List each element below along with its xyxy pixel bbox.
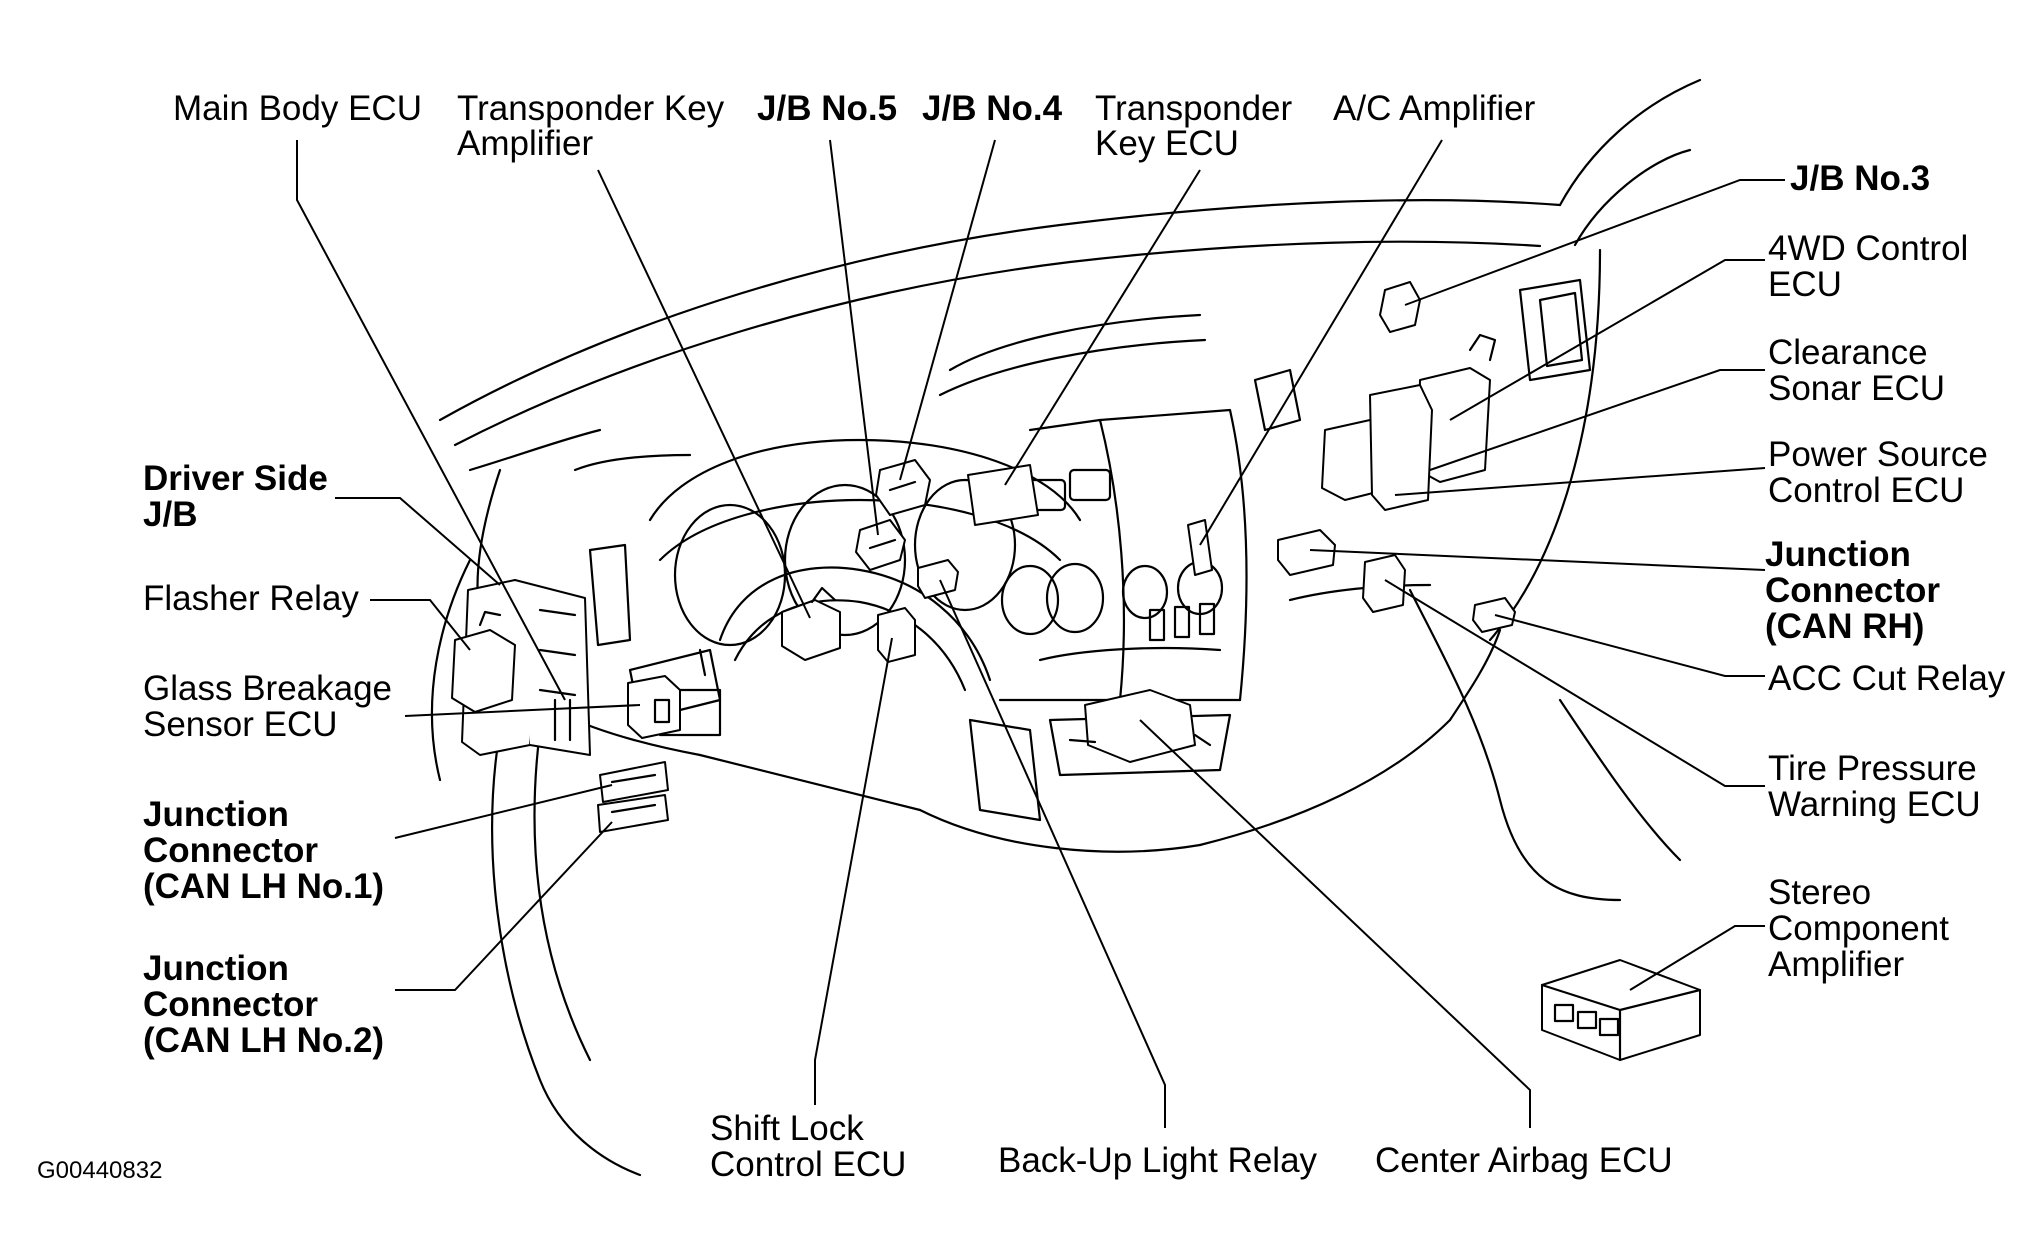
label-stereo-component-amplifier-line2: Component — [1768, 909, 1949, 948]
label-center-airbag-ecu: Center Airbag ECU — [1375, 1141, 1673, 1180]
label-back-up-light-relay: Back-Up Light Relay — [998, 1141, 1318, 1180]
leader-transponder-key-ecu — [1004, 169, 1201, 486]
stereo-amplifier-component — [1540, 959, 1702, 1062]
label-main-body-ecu: Main Body ECU — [173, 89, 422, 128]
dashboard-outline — [430, 78, 1702, 1177]
label-transponder-key-ecu-line2: Key ECU — [1095, 124, 1239, 163]
leader-lines — [296, 139, 1785, 1128]
leader-junction-connector-can-lh-no1 — [394, 784, 613, 839]
leader-glass-breakage-sensor-ecu — [404, 704, 641, 717]
label-stereo-component-amplifier-line1: Stereo — [1768, 873, 1871, 912]
label-flasher-relay: Flasher Relay — [143, 579, 359, 618]
leader-jb-no5 — [829, 139, 879, 536]
label-driver-side-jb-line2: J/B — [143, 495, 197, 534]
leader-stereo-component-amplifier — [1629, 925, 1765, 991]
label-junction-connector-can-rh-line1: Junction — [1765, 535, 1911, 574]
leader-flasher-relay — [370, 599, 471, 651]
label-power-source-control-ecu-line1: Power Source — [1768, 435, 1988, 474]
leader-center-airbag-ecu — [1139, 719, 1531, 1128]
label-ac-amplifier: A/C Amplifier — [1333, 89, 1536, 128]
leader-4wd-control-ecu — [1449, 259, 1765, 421]
label-clearance-sonar-ecu-line1: Clearance — [1768, 333, 1928, 372]
label-junction-connector-can-rh-line3: (CAN RH) — [1765, 607, 1924, 646]
label-driver-side-jb-line1: Driver Side — [143, 459, 328, 498]
label-junction-connector-can-lh-no2-line3: (CAN LH No.2) — [143, 1021, 384, 1060]
label-junction-connector-can-rh-line2: Connector — [1765, 571, 1940, 610]
leader-driver-side-jb — [335, 497, 501, 586]
label-transponder-key-amplifier-line1: Transponder Key — [457, 89, 725, 128]
leader-jb-no4 — [899, 139, 996, 481]
leader-main-body-ecu — [296, 140, 566, 701]
leader-shift-lock-control-ecu — [814, 637, 893, 1105]
leader-junction-connector-can-lh-no2 — [395, 821, 613, 991]
label-transponder-key-amplifier-line2: Amplifier — [457, 124, 593, 163]
label-tire-pressure-warning-ecu-line2: Warning ECU — [1768, 785, 1981, 824]
can-lh-connectors-component — [597, 761, 669, 833]
label-4wd-control-ecu-line1: 4WD Control — [1768, 229, 1968, 268]
label-power-source-control-ecu-line2: Control ECU — [1768, 471, 1964, 510]
label-junction-connector-can-lh-no1-line1: Junction — [143, 795, 289, 834]
can-rh-connector-component — [1277, 529, 1406, 613]
label-shift-lock-control-ecu-line1: Shift Lock — [710, 1109, 864, 1148]
label-jb-no5: J/B No.5 — [757, 89, 897, 128]
glass-breakage-sensor-component — [627, 675, 681, 739]
label-junction-connector-can-lh-no1-line2: Connector — [143, 831, 318, 870]
label-glass-breakage-sensor-ecu-line1: Glass Breakage — [143, 669, 392, 708]
transponder-key-ecu-component — [967, 464, 1039, 526]
leader-clearance-sonar-ecu — [1429, 369, 1765, 471]
label-junction-connector-can-lh-no1-line3: (CAN LH No.1) — [143, 867, 384, 906]
label-tire-pressure-warning-ecu-line1: Tire Pressure — [1768, 749, 1977, 788]
label-junction-connector-can-lh-no2-line1: Junction — [143, 949, 289, 988]
leader-ac-amplifier — [1199, 139, 1443, 546]
acc-cut-relay-component — [1472, 597, 1516, 633]
leader-jb-no3 — [1404, 179, 1785, 306]
leader-junction-connector-can-rh — [1309, 549, 1766, 571]
transponder-key-amplifier-component — [781, 586, 841, 661]
label-clearance-sonar-ecu-line2: Sonar ECU — [1768, 369, 1945, 408]
leader-acc-cut-relay — [1494, 614, 1765, 677]
leader-power-source-control-ecu — [1394, 467, 1766, 496]
back-up-light-relay-component — [917, 559, 959, 599]
flasher-relay-component — [451, 610, 516, 713]
ac-amplifier-component — [1187, 519, 1213, 576]
leader-tire-pressure-warning-ecu — [1384, 579, 1765, 787]
leader-back-up-light-relay — [939, 579, 1166, 1128]
jb-no5-no4-component — [855, 459, 931, 571]
figure-id: G00440832 — [37, 1157, 162, 1184]
label-shift-lock-control-ecu-line2: Control ECU — [710, 1145, 906, 1184]
right-side-ecu-cluster-component — [1321, 281, 1497, 511]
label-glass-breakage-sensor-ecu-line2: Sensor ECU — [143, 705, 338, 744]
label-4wd-control-ecu-line2: ECU — [1768, 265, 1842, 304]
label-acc-cut-relay: ACC Cut Relay — [1768, 659, 2006, 698]
label-stereo-component-amplifier-line3: Amplifier — [1768, 945, 1904, 984]
labels: Main Body ECU Transponder Key Amplifier … — [37, 89, 2006, 1184]
shift-lock-control-component — [877, 607, 916, 663]
label-junction-connector-can-lh-no2-line2: Connector — [143, 985, 318, 1024]
leader-transponder-key-amplifier — [597, 169, 811, 619]
center-airbag-ecu-component — [1068, 689, 1212, 763]
components — [451, 281, 1702, 1062]
label-jb-no3: J/B No.3 — [1790, 159, 1930, 198]
label-jb-no4: J/B No.4 — [922, 89, 1063, 128]
label-transponder-key-ecu-line1: Transponder — [1095, 89, 1292, 128]
